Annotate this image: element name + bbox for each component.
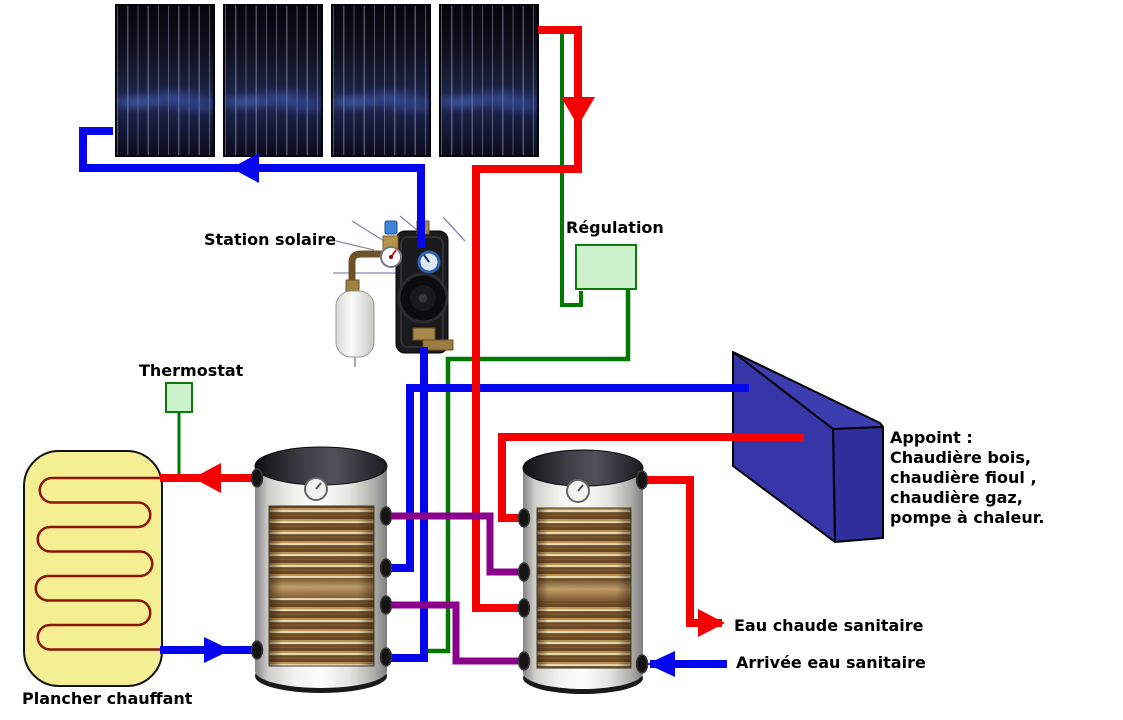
hot-flow-arrows xyxy=(193,97,725,637)
tank-port xyxy=(250,640,264,660)
regulation-label: Régulation xyxy=(566,218,664,237)
appoint-line-5: pompe à chaleur. xyxy=(890,508,1045,527)
tank-ports xyxy=(250,468,649,674)
flow-arrow-down-icon xyxy=(561,97,595,126)
appoint-line-1: Appoint : xyxy=(890,428,973,447)
appoint-line-4: chaudière gaz, xyxy=(890,488,1023,507)
transfer-pipes xyxy=(386,512,524,665)
thermostat-box xyxy=(165,382,193,413)
boiler-return-pipe xyxy=(383,384,749,572)
appoint-line-2: Chaudière bois, xyxy=(890,448,1031,467)
tank-port xyxy=(379,595,393,615)
arrivee-eau-sanitaire-label: Arrivée eau sanitaire xyxy=(736,653,926,672)
plancher-chauffant-label: Plancher chauffant xyxy=(22,689,193,708)
tank-port xyxy=(517,598,531,618)
leader-line xyxy=(442,216,466,242)
gauge-needle xyxy=(315,482,322,490)
tank-port xyxy=(250,468,264,488)
boiler-right-face xyxy=(832,426,884,543)
storage-tank-1 xyxy=(254,446,388,693)
flow-arrow-left-icon xyxy=(647,651,675,677)
flow-arrow-left-icon xyxy=(193,463,221,493)
vessel-pipe xyxy=(348,250,388,288)
solar-panel-2 xyxy=(223,4,323,157)
flow-arrow-right-icon xyxy=(698,609,725,637)
collector-return-pipe xyxy=(79,127,425,248)
regulation-box xyxy=(575,244,637,290)
backup-boiler-box xyxy=(732,351,884,543)
leader-line xyxy=(335,240,375,251)
floor-coil xyxy=(34,476,162,651)
eau-chaude-sanitaire-label: Eau chaude sanitaire xyxy=(734,616,924,635)
station-solaire-label: Station solaire xyxy=(204,230,337,249)
solar-panel-3 xyxy=(331,4,431,157)
tank-transfer-pipe-lower xyxy=(386,601,524,665)
leader-line xyxy=(351,220,385,242)
heated-floor-box xyxy=(23,450,163,687)
bottom-fitting xyxy=(412,327,436,341)
pump-control-wire xyxy=(427,290,631,654)
solar-panel-1 xyxy=(115,4,215,157)
boiler-front-face xyxy=(732,351,836,543)
solar-panel-4 xyxy=(439,4,539,157)
cutaway-frame xyxy=(268,505,375,667)
flow-arrow-left-icon xyxy=(231,153,259,183)
gauge-pivot xyxy=(389,255,393,259)
station-to-tank1-pipe xyxy=(383,347,428,662)
storage-tank-2 xyxy=(522,449,644,694)
gauge-needle xyxy=(423,254,430,263)
tank-port xyxy=(635,470,649,490)
gauge-needle xyxy=(577,484,584,492)
flow-arrow-right-icon xyxy=(204,637,231,663)
vessel-neck xyxy=(345,279,360,292)
hot-water-outlet-pipe xyxy=(642,476,722,627)
pump-hub xyxy=(418,293,428,303)
tank-port xyxy=(517,651,531,671)
tank-port xyxy=(379,506,393,526)
boiler-supply-pipe xyxy=(498,433,804,522)
tank-port xyxy=(379,647,393,667)
tank-port xyxy=(517,562,531,582)
cutaway-frame xyxy=(536,507,632,669)
tank-transfer-pipe-upper xyxy=(386,512,524,576)
cold-flow-arrows xyxy=(204,153,675,677)
solar-station-figure xyxy=(333,215,466,367)
tank-port xyxy=(635,654,649,674)
expansion-vessel xyxy=(335,290,375,358)
thermostat-label: Thermostat xyxy=(139,361,244,380)
tank-port xyxy=(517,508,531,528)
tank-port xyxy=(379,558,393,578)
appoint-label: Appoint : Chaudière bois, chaudière fiou… xyxy=(890,428,1044,528)
collector-supply-pipe xyxy=(472,26,582,612)
bottom-fitting xyxy=(422,339,454,351)
cold-pipes xyxy=(79,127,749,668)
appoint-line-3: chaudière fioul , xyxy=(890,468,1037,487)
valve-cap xyxy=(384,220,398,235)
